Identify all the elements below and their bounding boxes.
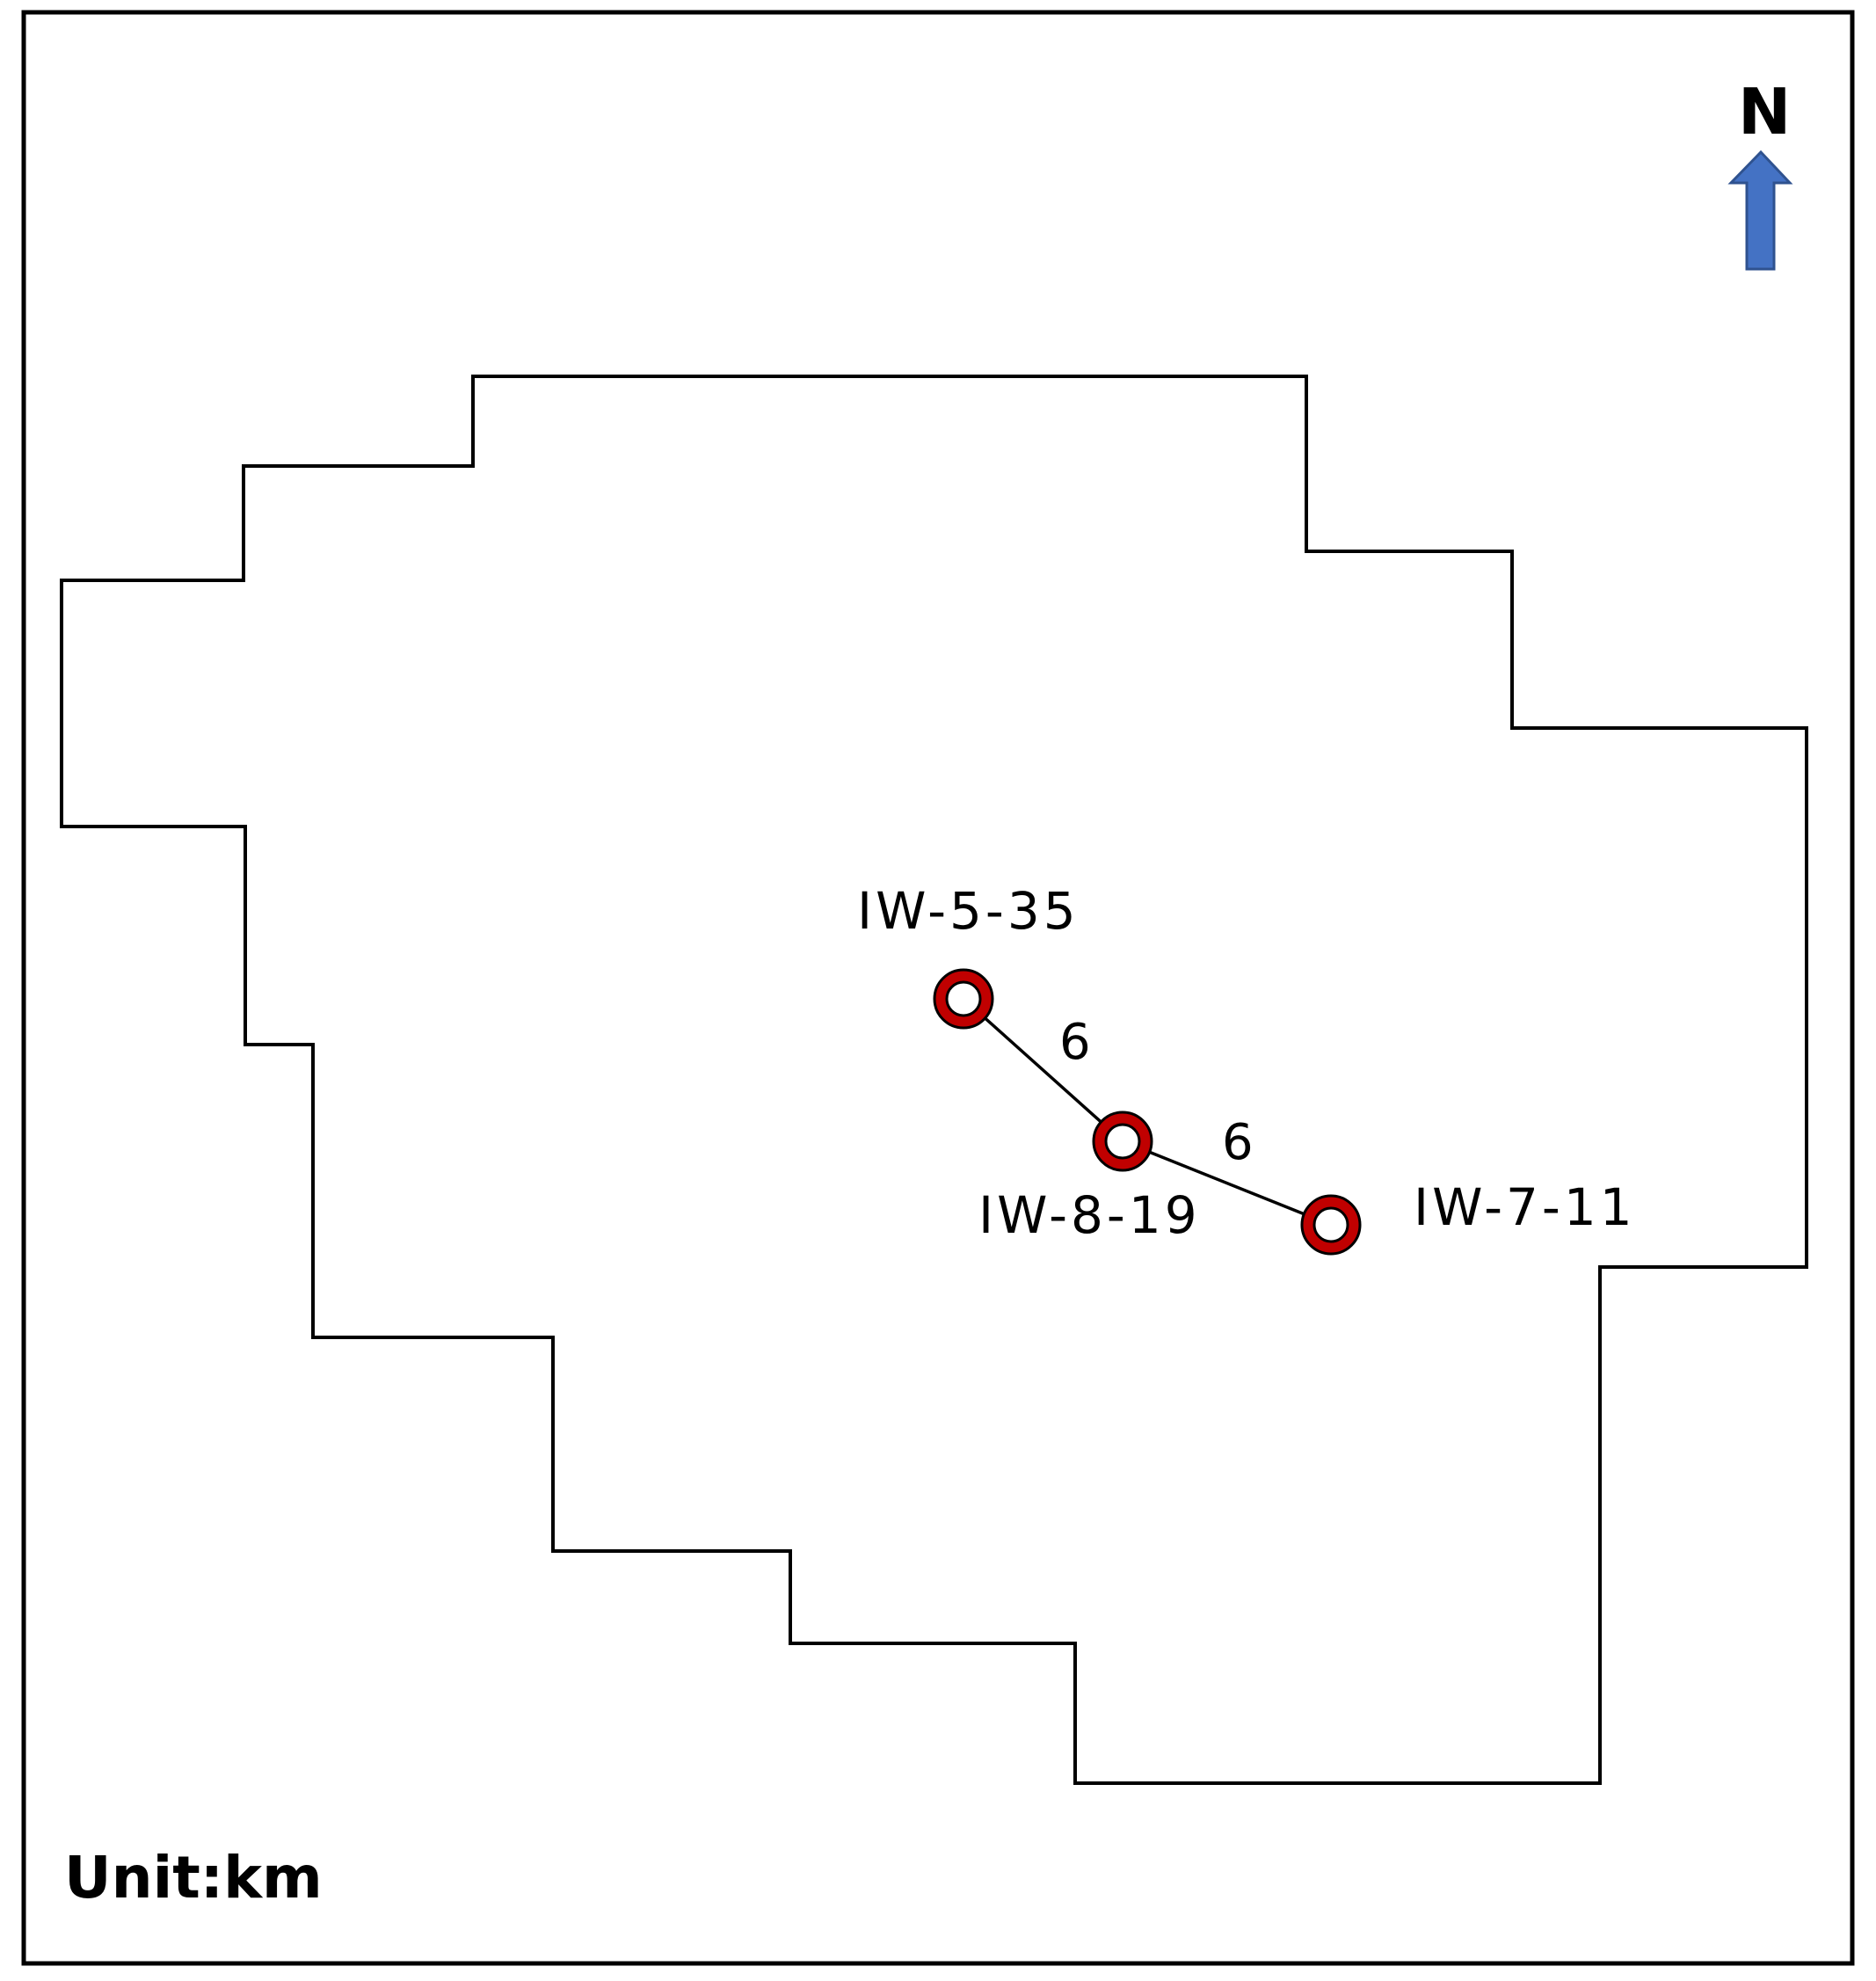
well-label-iw-7-11: IW-7-11 — [1414, 1177, 1636, 1237]
north-arrow-icon — [1727, 149, 1793, 271]
north-label: N — [1738, 75, 1791, 149]
well-marker-icon[interactable] — [1092, 1111, 1153, 1172]
connection-line-2 — [1122, 1140, 1332, 1227]
well-label-iw-5-35: IW-5-35 — [857, 881, 1080, 941]
distance-label-1: 6 — [1059, 1014, 1091, 1071]
distance-label-2: 6 — [1222, 1114, 1254, 1171]
well-label-iw-8-19: IW-8-19 — [978, 1185, 1201, 1245]
connection-line-1 — [962, 997, 1124, 1143]
field-boundary — [60, 375, 1808, 1785]
well-marker-icon[interactable] — [1300, 1194, 1362, 1256]
unit-label: Unit:km — [64, 1844, 323, 1912]
well-marker-icon[interactable] — [933, 968, 994, 1030]
